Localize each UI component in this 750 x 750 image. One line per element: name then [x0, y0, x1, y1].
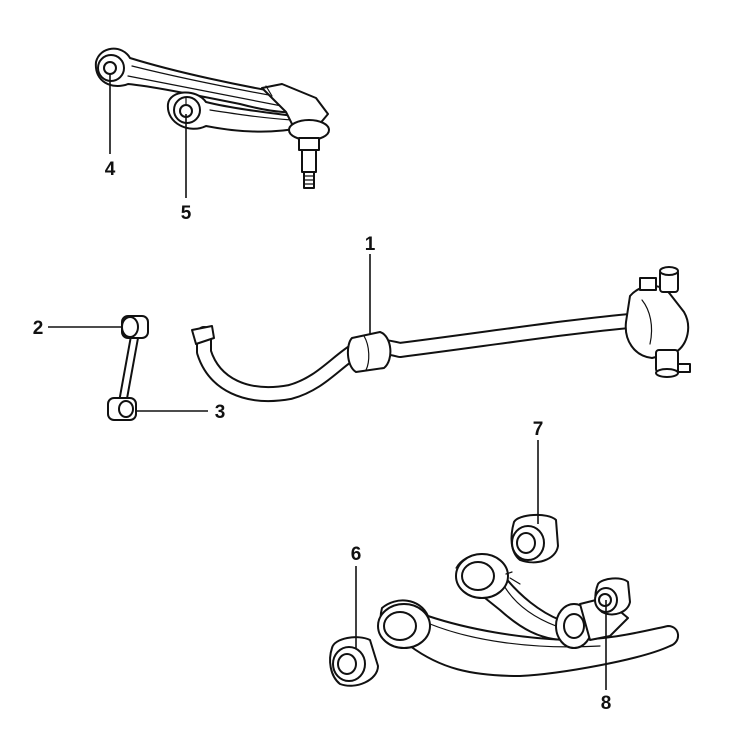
callout-6: 6 [351, 544, 362, 565]
rear-bush-upper-arm [173, 96, 201, 124]
bush-lower-arm-diagonal [510, 514, 559, 564]
drop-link-lower-bush [107, 397, 137, 421]
callout-5: 5 [181, 203, 192, 224]
lower-control-arm [377, 553, 679, 677]
right-end-link [624, 266, 691, 378]
callout-8: 8 [601, 693, 612, 714]
callout-1: 1 [365, 234, 376, 255]
leader-lines [48, 74, 607, 690]
upper-control-arm [94, 47, 330, 189]
bush-lower-arm-rear [594, 577, 631, 616]
drop-link [107, 315, 149, 421]
front-bush-upper-arm [97, 54, 125, 82]
bush-lower-arm-front [329, 636, 379, 687]
bar-bush-center [346, 331, 392, 373]
callout-4: 4 [105, 159, 116, 180]
callout-7: 7 [533, 419, 544, 440]
anti-roll-bar [191, 266, 691, 403]
callout-3: 3 [215, 402, 226, 423]
callout-2: 2 [33, 318, 44, 339]
drop-link-upper-bush [121, 315, 149, 339]
callouts: 1 2 3 4 5 6 7 8 [33, 159, 612, 714]
